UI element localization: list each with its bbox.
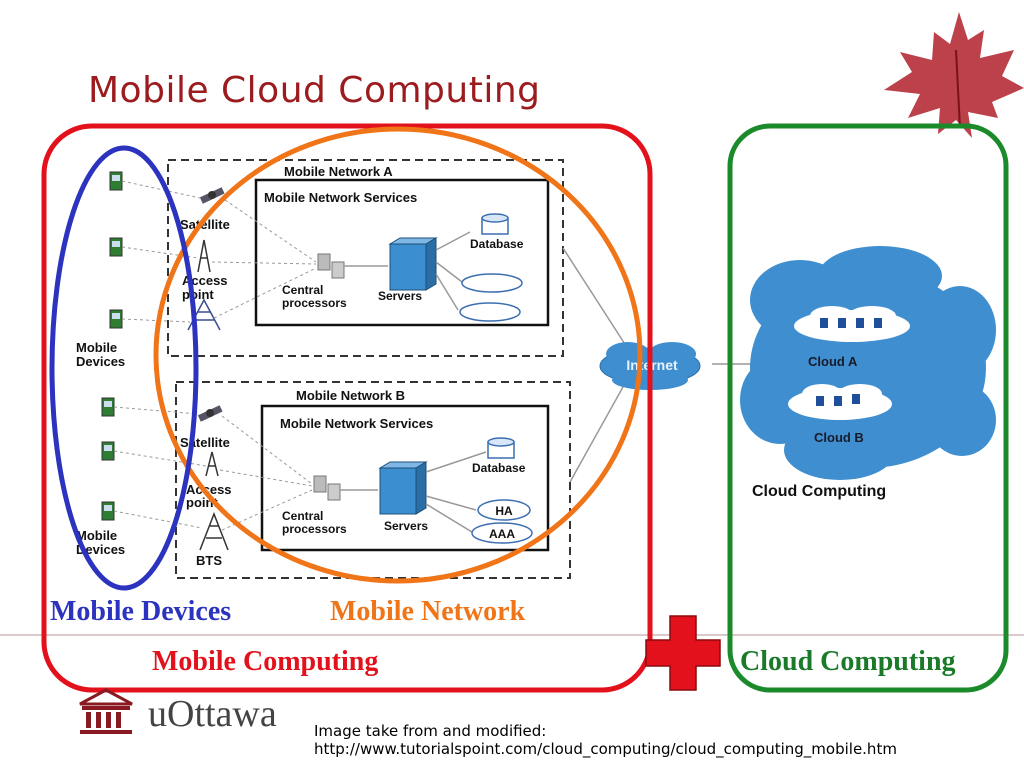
- network-b-central-label-2: processors: [282, 522, 347, 536]
- mobile-computing-outline: [41, 123, 653, 693]
- satellite-icon: [199, 187, 225, 204]
- satellite-icon: [197, 405, 223, 422]
- mobile-device-icon: [109, 237, 123, 257]
- network-a-database-label: Database: [470, 237, 524, 251]
- network-b-satellite-label: Satellite: [180, 435, 230, 450]
- mobile-network-outline: [153, 126, 643, 584]
- server-icon: [378, 461, 428, 515]
- mobile-computing-caption: Mobile Computing: [152, 646, 379, 677]
- cloud-computing-caption: Cloud Computing: [740, 646, 956, 677]
- network-b-access-point-label-1: Access: [186, 482, 232, 497]
- ha-node: [477, 499, 531, 521]
- mobile-device-icon: [101, 441, 115, 461]
- network-a-access-point-label-1: Access: [182, 273, 228, 288]
- slide-title: Mobile Cloud Computing: [88, 70, 541, 111]
- plus-icon: [645, 615, 721, 691]
- cloud-b-label: Cloud B: [814, 430, 864, 445]
- network-b-database-label: Database: [472, 461, 526, 475]
- network-b-devices-label-1: Mobile: [76, 528, 117, 543]
- database-icon: [481, 213, 509, 235]
- mobile-network-b: Mobile Network B Mobile Network Services…: [76, 381, 571, 579]
- network-a-servers-label: Servers: [378, 289, 422, 303]
- network-a-label: Mobile Network A: [284, 164, 393, 179]
- mobile-device-icon: [109, 309, 123, 329]
- internet-cloud-icon: [599, 342, 701, 390]
- network-a-node-ellipse: [461, 273, 523, 293]
- network-b-devices-label-2: Devices: [76, 542, 125, 557]
- network-b-services-label: Mobile Network Services: [280, 416, 433, 431]
- cloud-a-cluster: [794, 306, 910, 342]
- university-logo-text: uOttawa: [148, 693, 277, 735]
- network-b-label: Mobile Network B: [296, 388, 405, 403]
- cloud-a-label: Cloud A: [808, 354, 858, 369]
- aaa-node: [471, 522, 533, 544]
- cloud-computing-outline: [727, 123, 1009, 693]
- cloud-icon: [740, 246, 996, 480]
- university-building-icon: [79, 688, 133, 734]
- mobile-device-icon: [109, 171, 123, 191]
- mobile-device-icon: [101, 501, 115, 521]
- network-a-node-ellipse: [459, 302, 521, 322]
- aaa-label: AAA: [489, 527, 515, 541]
- network-a-central-label-2: processors: [282, 296, 347, 310]
- mobile-device-icon: [101, 397, 115, 417]
- access-point-tower-icon: [205, 451, 219, 477]
- image-credit-url: http://www.tutorialspoint.com/cloud_comp…: [314, 740, 897, 758]
- network-b-central-label-1: Central: [282, 509, 323, 523]
- access-point-tower-icon: [197, 239, 211, 273]
- network-a-devices-label-2: Devices: [76, 354, 125, 369]
- network-a-satellite-label: Satellite: [180, 217, 230, 232]
- database-icon: [487, 437, 515, 459]
- network-a-central-label-1: Central: [282, 283, 323, 297]
- mobile-devices-outline: [49, 145, 199, 591]
- cloud-b-cluster: [788, 384, 892, 420]
- network-b-bts-label: BTS: [196, 553, 222, 568]
- network-a-devices-label-1: Mobile: [76, 340, 117, 355]
- mobile-devices-caption: Mobile Devices: [50, 596, 232, 627]
- network-a-access-point-label-2: point: [182, 287, 214, 302]
- network-b-servers-label: Servers: [384, 519, 428, 533]
- server-icon: [388, 237, 438, 291]
- central-processors-icon: [313, 475, 341, 501]
- footer-divider: [0, 634, 1024, 636]
- cloud-computing-diagram-label: Cloud Computing: [752, 483, 886, 500]
- image-credit-label: Image take from and modified:: [314, 722, 547, 740]
- maple-leaf-icon: [884, 12, 1024, 138]
- mobile-network-caption: Mobile Network: [330, 596, 526, 627]
- bts-tower-icon: [199, 511, 229, 551]
- network-a-services-label: Mobile Network Services: [264, 190, 417, 205]
- central-processors-icon: [317, 253, 345, 279]
- mobile-network-a: Mobile Network A Mobile Network Services…: [76, 159, 564, 369]
- ha-label: HA: [495, 504, 513, 518]
